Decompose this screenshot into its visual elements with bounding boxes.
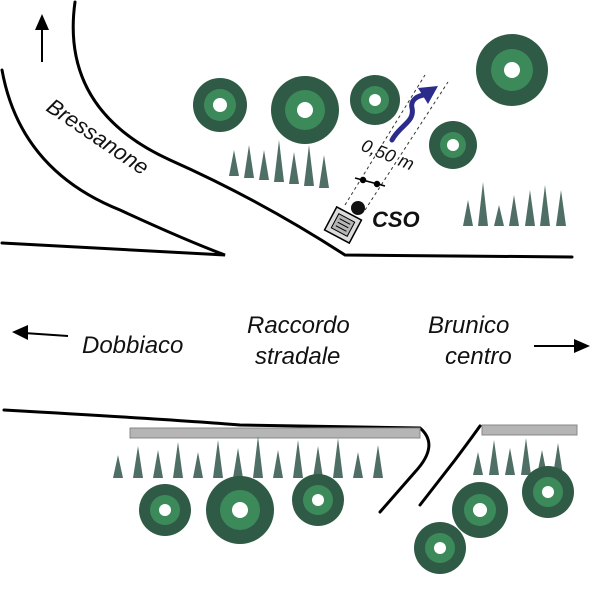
lower-road-edge-left bbox=[2, 408, 431, 514]
bressanone-road-outer-edge bbox=[0, 68, 226, 257]
arrow-up-icon bbox=[35, 14, 49, 62]
bush-11 bbox=[414, 522, 466, 574]
bush-4 bbox=[476, 34, 548, 106]
label-centro: centro bbox=[445, 343, 512, 370]
curb-right bbox=[481, 424, 578, 436]
curb-left bbox=[129, 427, 421, 439]
label-brunico: Brunico bbox=[428, 312, 509, 339]
bush-9 bbox=[452, 482, 508, 538]
dimension-marker bbox=[354, 176, 386, 188]
bush-8 bbox=[292, 474, 344, 526]
grass-upper-left bbox=[229, 140, 329, 188]
label-cso: CSO bbox=[372, 207, 420, 232]
bressanone-road-inner-edge bbox=[71, 0, 574, 259]
arrow-right-icon bbox=[534, 339, 590, 353]
cso-station-icon bbox=[323, 205, 363, 245]
label-dobbiaco: Dobbiaco bbox=[82, 332, 183, 359]
bush-5 bbox=[429, 121, 477, 169]
flow-arrow-icon bbox=[389, 86, 438, 143]
bush-2 bbox=[271, 76, 339, 144]
bush-1 bbox=[193, 78, 247, 132]
arrow-left-icon bbox=[12, 325, 69, 340]
bush-10 bbox=[522, 466, 574, 518]
lower-road-edge-right bbox=[418, 424, 482, 507]
grass-lower-left bbox=[113, 436, 383, 478]
cso-point-icon bbox=[351, 201, 365, 215]
label-stradale: stradale bbox=[255, 343, 340, 370]
grass-upper-right bbox=[463, 182, 566, 226]
measurement-guides bbox=[344, 74, 449, 211]
bush-6 bbox=[139, 484, 191, 536]
bush-3 bbox=[350, 75, 400, 125]
bush-7 bbox=[206, 476, 274, 544]
label-raccordo: Raccordo bbox=[247, 312, 350, 339]
